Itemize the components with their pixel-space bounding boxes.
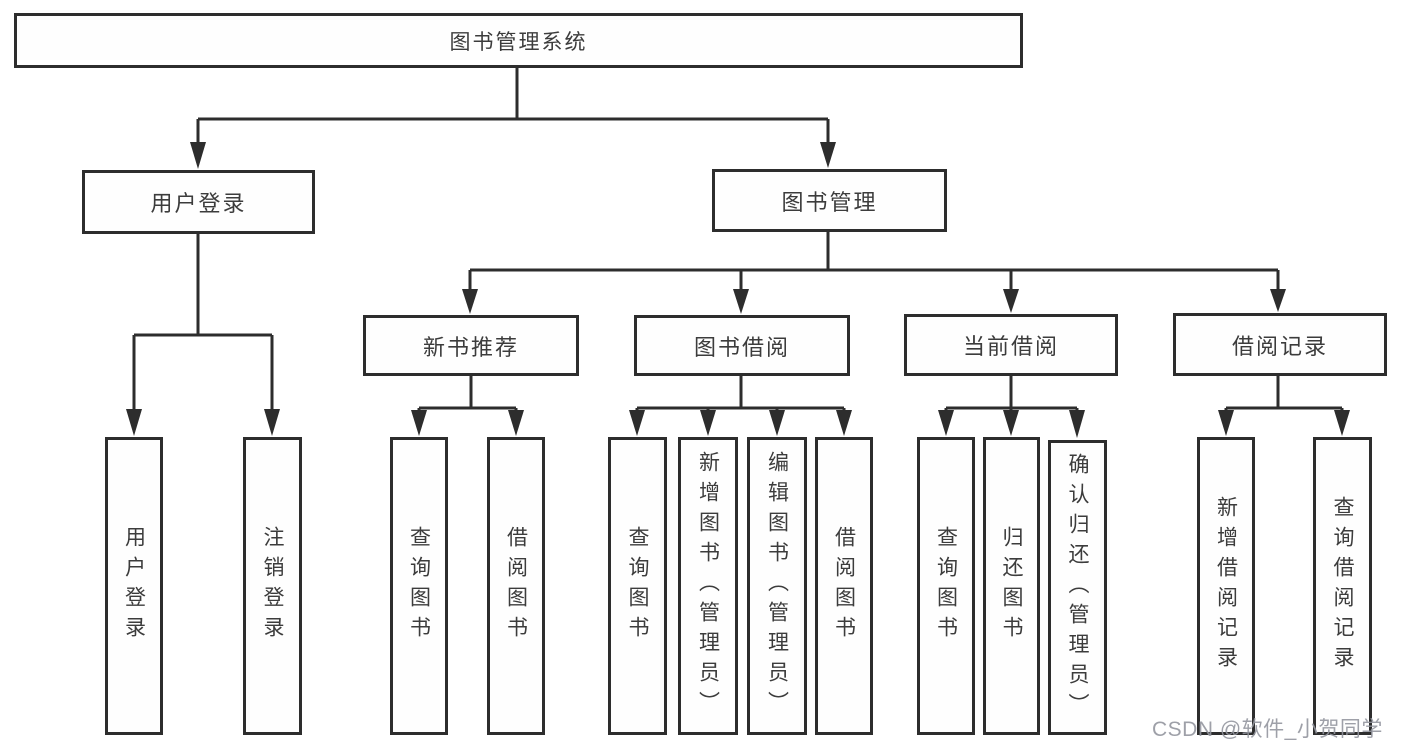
leaf-logout: 注销登录 bbox=[243, 437, 302, 735]
leaf-edit-book-admin: 编辑图书（管理员） bbox=[747, 437, 807, 735]
node-book-management: 图书管理 bbox=[712, 169, 947, 232]
leaf-query-books-recommend: 查询图书 bbox=[390, 437, 448, 735]
node-library-system: 图书管理系统 bbox=[14, 13, 1023, 68]
leaf-query-books-borrow: 查询图书 bbox=[608, 437, 667, 735]
leaf-label: 新增图书（管理员） bbox=[696, 451, 720, 721]
leaf-label: 查询图书 bbox=[626, 526, 649, 646]
node-book-borrow: 图书借阅 bbox=[634, 315, 850, 376]
leaf-borrow-books-recommend: 借阅图书 bbox=[487, 437, 545, 735]
leaf-label: 编辑图书（管理员） bbox=[765, 451, 789, 721]
leaf-return-book: 归还图书 bbox=[983, 437, 1040, 735]
leaf-label: 借阅图书 bbox=[832, 526, 856, 646]
csdn-watermark: CSDN @软件_小贺同学 bbox=[1152, 718, 1383, 741]
leaf-confirm-return-admin: 确认归还（管理员） bbox=[1048, 440, 1107, 735]
leaf-label: 归还图书 bbox=[1000, 526, 1023, 646]
node-user-login: 用户登录 bbox=[82, 170, 315, 234]
leaf-label: 新增借阅记录 bbox=[1214, 496, 1238, 676]
leaf-query-books-current: 查询图书 bbox=[917, 437, 975, 735]
leaf-label: 借阅图书 bbox=[504, 526, 528, 646]
leaf-label: 查询借阅记录 bbox=[1331, 496, 1354, 676]
leaf-label: 注销登录 bbox=[261, 526, 284, 646]
leaf-add-book-admin: 新增图书（管理员） bbox=[678, 437, 738, 735]
node-new-book-recommend: 新书推荐 bbox=[363, 315, 579, 376]
leaf-label: 查询图书 bbox=[407, 526, 431, 646]
leaf-add-borrow-record: 新增借阅记录 bbox=[1197, 437, 1255, 735]
leaf-label: 确认归还（管理员） bbox=[1066, 452, 1089, 723]
leaf-label: 查询图书 bbox=[934, 526, 958, 646]
leaf-query-borrow-record: 查询借阅记录 bbox=[1313, 437, 1372, 735]
leaf-label: 用户登录 bbox=[122, 526, 146, 646]
leaf-borrow-book: 借阅图书 bbox=[815, 437, 873, 735]
node-current-borrow: 当前借阅 bbox=[904, 314, 1118, 376]
leaf-user-login: 用户登录 bbox=[105, 437, 163, 735]
node-borrow-records: 借阅记录 bbox=[1173, 313, 1387, 376]
